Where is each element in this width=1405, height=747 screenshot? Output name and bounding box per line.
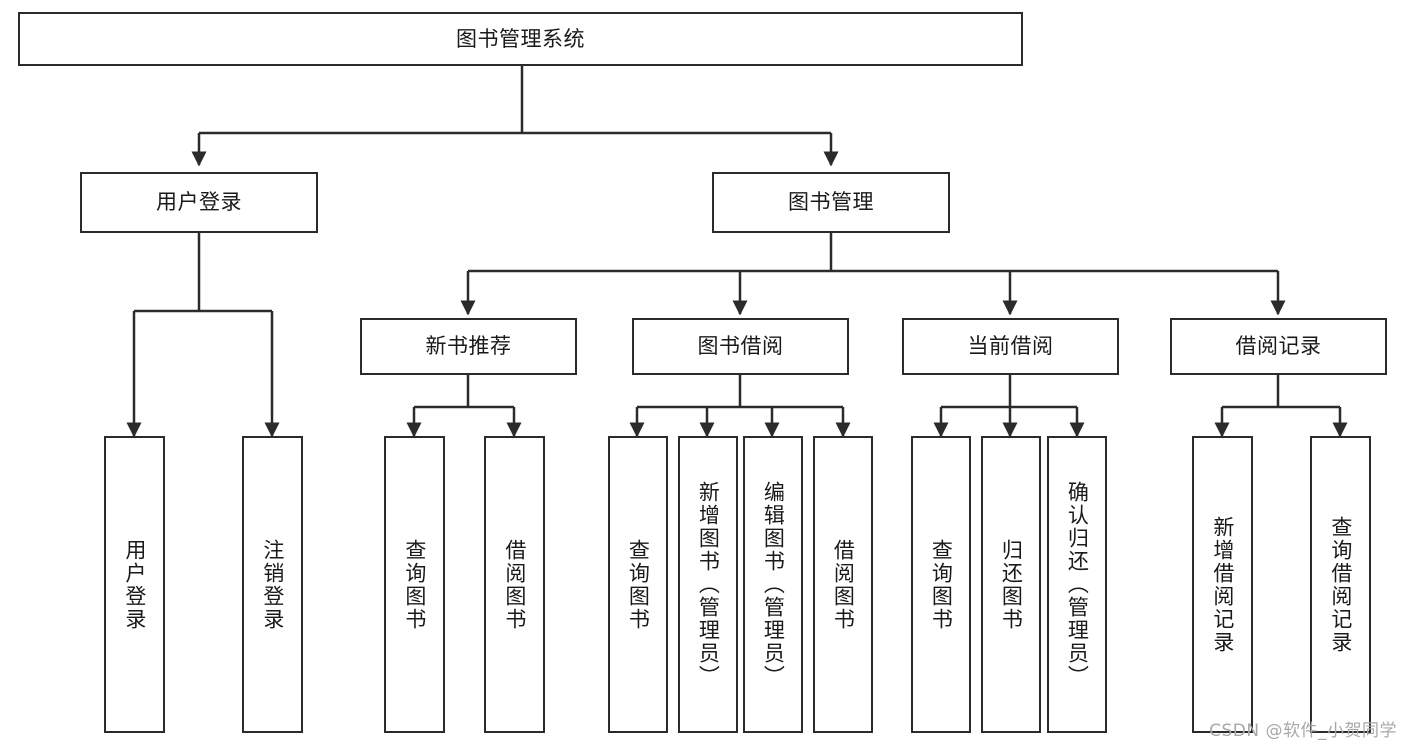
node-label: 图书管理 bbox=[788, 190, 874, 215]
node-user-login[interactable]: 用户登录 bbox=[80, 172, 318, 233]
leaf-return-book[interactable]: 归还图书 bbox=[981, 436, 1041, 733]
leaf-add-borrow-record[interactable]: 新增借阅记录 bbox=[1192, 436, 1253, 733]
csdn-watermark: CSDN @软件_小贺同学 bbox=[1209, 721, 1397, 741]
node-label: 借阅图书 bbox=[831, 538, 856, 631]
node-label: 用户登录 bbox=[122, 538, 147, 631]
node-root-system[interactable]: 图书管理系统 bbox=[18, 12, 1023, 66]
node-label: 借阅记录 bbox=[1235, 334, 1322, 359]
node-new-book-recommend[interactable]: 新书推荐 bbox=[360, 318, 577, 375]
node-label: 新书推荐 bbox=[425, 334, 512, 359]
node-label: 新增图书（管理员） bbox=[696, 481, 721, 688]
node-label: 确认归还（管理员） bbox=[1065, 481, 1090, 688]
leaf-edit-book-admin[interactable]: 编辑图书（管理员） bbox=[743, 436, 803, 733]
leaf-user-login[interactable]: 用户登录 bbox=[104, 436, 165, 733]
node-borrow-record[interactable]: 借阅记录 bbox=[1170, 318, 1387, 375]
node-label: 查询图书 bbox=[626, 538, 651, 631]
leaf-query-book-recommend[interactable]: 查询图书 bbox=[384, 436, 445, 733]
leaf-borrow-book[interactable]: 借阅图书 bbox=[813, 436, 873, 733]
leaf-query-borrow-record[interactable]: 查询借阅记录 bbox=[1310, 436, 1371, 733]
node-label: 编辑图书（管理员） bbox=[761, 481, 786, 688]
node-book-management[interactable]: 图书管理 bbox=[712, 172, 950, 233]
leaf-add-book-admin[interactable]: 新增图书（管理员） bbox=[678, 436, 738, 733]
node-book-borrow[interactable]: 图书借阅 bbox=[632, 318, 849, 375]
node-current-borrow[interactable]: 当前借阅 bbox=[902, 318, 1119, 375]
leaf-query-book-borrow[interactable]: 查询图书 bbox=[608, 436, 668, 733]
node-label: 图书管理系统 bbox=[456, 26, 585, 51]
node-label: 查询图书 bbox=[402, 538, 427, 631]
leaf-confirm-return-admin[interactable]: 确认归还（管理员） bbox=[1047, 436, 1107, 733]
node-label: 图书借阅 bbox=[697, 334, 784, 359]
node-label: 新增借阅记录 bbox=[1210, 515, 1235, 654]
node-label: 注销登录 bbox=[260, 538, 285, 631]
leaf-logout[interactable]: 注销登录 bbox=[242, 436, 303, 733]
leaf-query-book-current[interactable]: 查询图书 bbox=[911, 436, 971, 733]
node-label: 用户登录 bbox=[156, 190, 242, 215]
node-label: 归还图书 bbox=[999, 538, 1024, 631]
leaf-borrow-book-recommend[interactable]: 借阅图书 bbox=[484, 436, 545, 733]
node-label: 当前借阅 bbox=[967, 334, 1054, 359]
node-label: 查询借阅记录 bbox=[1328, 515, 1353, 654]
node-label: 查询图书 bbox=[929, 538, 954, 631]
node-label: 借阅图书 bbox=[502, 538, 527, 631]
